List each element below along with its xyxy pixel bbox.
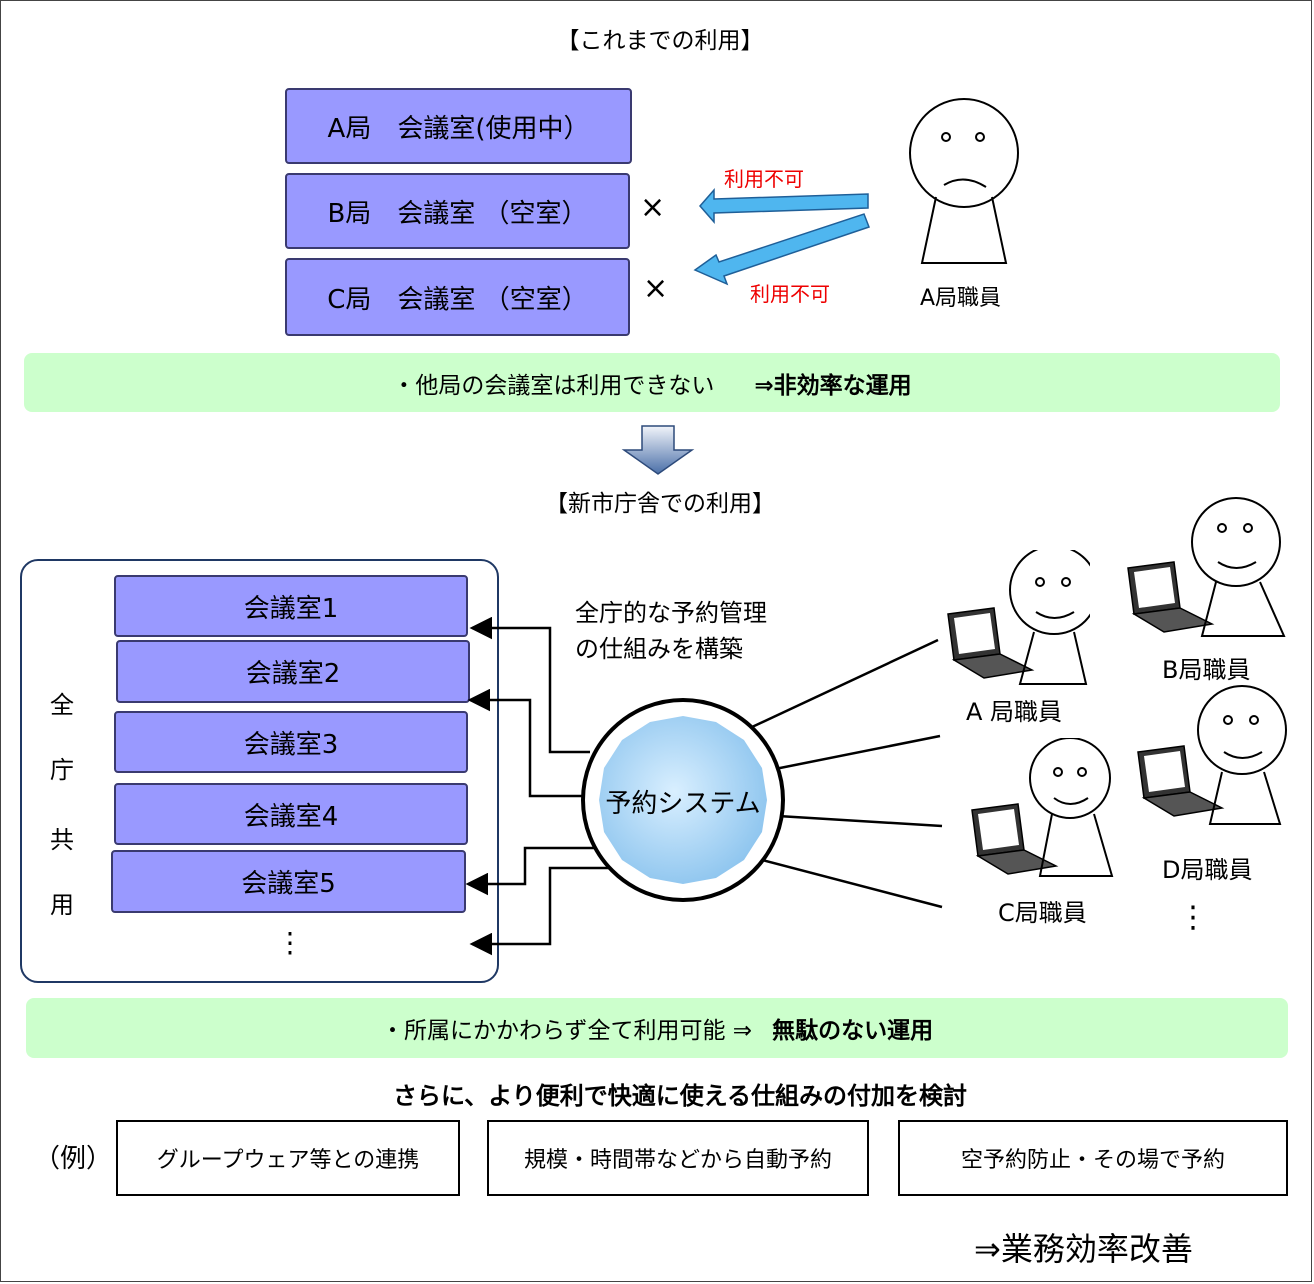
connector-staff-a: [751, 638, 939, 729]
connector-staff-c: [777, 814, 943, 828]
after-heading: 【新市庁舎での利用】: [545, 491, 775, 517]
further-heading: さらに、より便利で快適に使える仕組みの付加を検討: [392, 1081, 968, 1110]
laptop-icon: [971, 803, 1059, 875]
common-label-2: 庁: [50, 756, 74, 784]
meeting-room-4: 会議室4: [114, 783, 468, 845]
globe-sphere: [599, 716, 767, 884]
connector-lines: [465, 616, 943, 956]
connector-staff-b: [769, 734, 941, 772]
face-icon: [1197, 685, 1287, 825]
before-room-b: B局 会議室 （空室）: [285, 173, 630, 249]
blocked-arrow-bottom: [693, 213, 870, 286]
blocked-arrows: [693, 188, 870, 286]
staff-label-c: C局職員: [998, 899, 1087, 927]
laptop-icon: [1127, 561, 1215, 633]
after-summary-band: ・所属にかかわらず全て利用可能 ⇒ 無駄のない運用: [26, 998, 1288, 1058]
staff-more-ellipsis: ⋮: [1178, 900, 1208, 935]
face-icon: [1029, 738, 1114, 877]
connector-room-2: [467, 688, 590, 798]
laptop-icon: [947, 607, 1035, 679]
after-summary-text: ・所属にかかわらず全て利用可能 ⇒: [380, 1018, 753, 1044]
common-label-1: 全: [50, 691, 74, 719]
example-groupware: グループウェア等との連携: [116, 1120, 460, 1196]
before-summary-text: ・他局の会議室は利用できない: [392, 372, 715, 399]
laptop-icon: [1137, 745, 1225, 817]
meeting-room-1: 会議室1: [114, 575, 468, 637]
connector-rooms-more: [469, 866, 610, 956]
connector-room-1: [469, 616, 590, 754]
example-label: （例）: [34, 1144, 113, 1174]
blocked-label-bottom: 利用不可: [750, 282, 830, 306]
face-icon: [1191, 497, 1286, 637]
reservation-system-label: 予約システム: [605, 788, 761, 819]
connector-staff-d: [761, 858, 943, 909]
before-summary-result: ⇒非効率な運用: [754, 372, 912, 399]
meeting-room-5: 会議室5: [111, 850, 466, 913]
system-caption: 全庁的な予約管理 の仕組みを構築: [575, 595, 767, 667]
connector-room-5: [465, 846, 600, 896]
rooms-more-ellipsis: ⋮: [276, 926, 304, 959]
down-arrow-icon: [621, 425, 695, 475]
staff-label-a-before: A局職員: [920, 286, 1002, 311]
before-heading: 【これまでの利用】: [556, 28, 764, 54]
face-icon: [1009, 550, 1090, 685]
meeting-room-3: 会議室3: [114, 711, 468, 773]
system-caption-line-2: の仕組みを構築: [575, 635, 743, 663]
common-label-3: 共: [50, 826, 74, 854]
before-summary-band: ・他局の会議室は利用できない ⇒非効率な運用: [24, 353, 1280, 412]
staff-figure-d: [1137, 685, 1287, 825]
meeting-room-2: 会議室2: [116, 640, 470, 703]
staff-figure-c: [971, 738, 1114, 877]
cross-mark-b: ×: [640, 190, 666, 225]
example-auto-reserve: 規模・時間帯などから自動予約: [487, 1120, 869, 1196]
staff-figure-b: [1127, 497, 1286, 637]
face-icon: [909, 98, 1019, 264]
before-room-a: A局 会議室(使用中）: [285, 88, 632, 164]
staff-label-d: D局職員: [1162, 856, 1253, 884]
blocked-label-top: 利用不可: [724, 167, 804, 191]
common-label-4: 用: [50, 891, 74, 919]
staff-figure-a: [947, 550, 1090, 685]
before-room-c: C局 会議室 （空室）: [285, 258, 630, 336]
staff-label-b: B局職員: [1162, 656, 1251, 684]
common-use-panel: [20, 559, 499, 983]
staff-label-a: A 局職員: [966, 698, 1063, 726]
cross-mark-c: ×: [643, 271, 669, 306]
example-onsite-reserve: 空予約防止・その場で予約: [898, 1120, 1288, 1196]
conclusion-text: ⇒業務効率改善: [974, 1230, 1193, 1268]
blocked-arrow-top: [699, 188, 869, 224]
after-summary-result: 無駄のない運用: [772, 1018, 934, 1044]
system-caption-line-1: 全庁的な予約管理: [575, 599, 767, 627]
